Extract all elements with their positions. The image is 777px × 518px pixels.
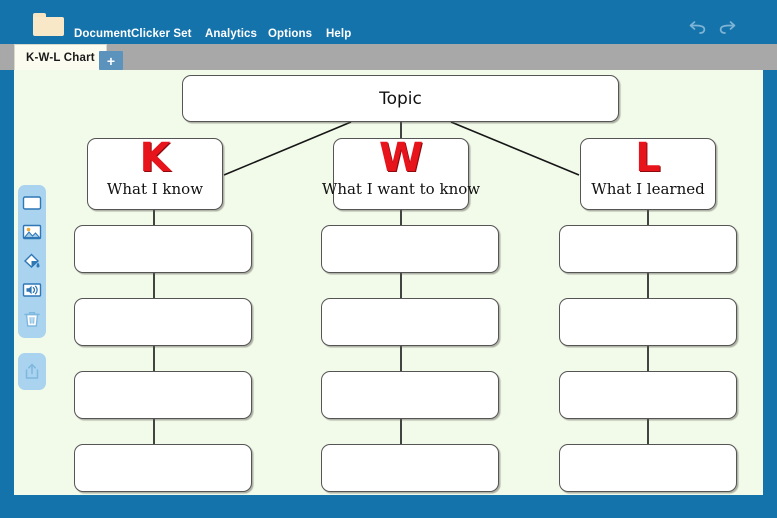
delete-tool-icon[interactable]	[18, 305, 46, 334]
paint-fill-tool-icon[interactable]	[18, 247, 46, 276]
redo-icon[interactable]	[716, 17, 740, 39]
entry-box-w-4[interactable]	[321, 444, 499, 492]
connector-lines	[153, 121, 649, 444]
diagram-area: Topic K What I know W What I want to kno…	[14, 70, 763, 495]
plus-icon: +	[106, 52, 116, 69]
topic-label: Topic	[379, 88, 422, 109]
column-subtitle-l: What I learned	[591, 180, 705, 198]
column-header-w[interactable]: W What I want to know	[322, 135, 480, 210]
tool-rail	[18, 185, 46, 390]
entry-box-k-2[interactable]	[74, 298, 252, 346]
tab-kwl-chart[interactable]: K-W-L Chart	[14, 44, 107, 70]
column-subtitle-k: What I know	[106, 180, 204, 198]
column-letter-l: L	[635, 135, 661, 181]
column-header-l[interactable]: L What I learned	[580, 138, 716, 210]
entry-box-l-1[interactable]	[559, 225, 737, 273]
entry-box-w-2[interactable]	[321, 298, 499, 346]
share-tool-icon[interactable]	[18, 357, 46, 386]
folder-icon[interactable]	[33, 13, 64, 36]
column-header-k[interactable]: K What I know	[87, 138, 223, 210]
menu-item-document[interactable]: Document	[74, 28, 132, 40]
topic-node[interactable]: Topic	[182, 75, 619, 122]
column-letter-k: K	[139, 135, 171, 181]
undo-redo-group	[685, 17, 743, 39]
menu-item-clicker-set[interactable]: Clicker Set	[131, 28, 192, 40]
menu-item-help[interactable]: Help	[326, 28, 352, 40]
rectangle-tool-icon[interactable]	[18, 189, 46, 218]
entry-box-w-3[interactable]	[321, 371, 499, 419]
image-tool-icon[interactable]	[18, 218, 46, 247]
menu-item-analytics[interactable]: Analytics	[205, 28, 258, 40]
undo-icon[interactable]	[685, 17, 709, 39]
document-canvas[interactable]: Topic K What I know W What I want to kno…	[14, 70, 763, 495]
entry-box-l-4[interactable]	[559, 444, 737, 492]
menu-item-options[interactable]: Options	[268, 28, 313, 40]
tool-group-share	[18, 353, 46, 390]
entry-box-l-2[interactable]	[559, 298, 737, 346]
add-tab-button[interactable]: +	[99, 51, 123, 70]
entry-box-k-3[interactable]	[74, 371, 252, 419]
menu-bar: Document Clicker Set Analytics Options H…	[0, 0, 777, 44]
entry-box-k-1[interactable]	[74, 225, 252, 273]
tool-group-primary	[18, 185, 46, 338]
tab-strip: K-W-L Chart +	[0, 44, 777, 70]
entry-box-k-4[interactable]	[74, 444, 252, 492]
entry-box-w-1[interactable]	[321, 225, 499, 273]
audio-tool-icon[interactable]	[18, 276, 46, 305]
entry-box-l-3[interactable]	[559, 371, 737, 419]
tab-label: K-W-L Chart	[26, 51, 95, 64]
column-letter-w: W	[378, 135, 424, 181]
column-subtitle-w: What I want to know	[321, 180, 481, 198]
